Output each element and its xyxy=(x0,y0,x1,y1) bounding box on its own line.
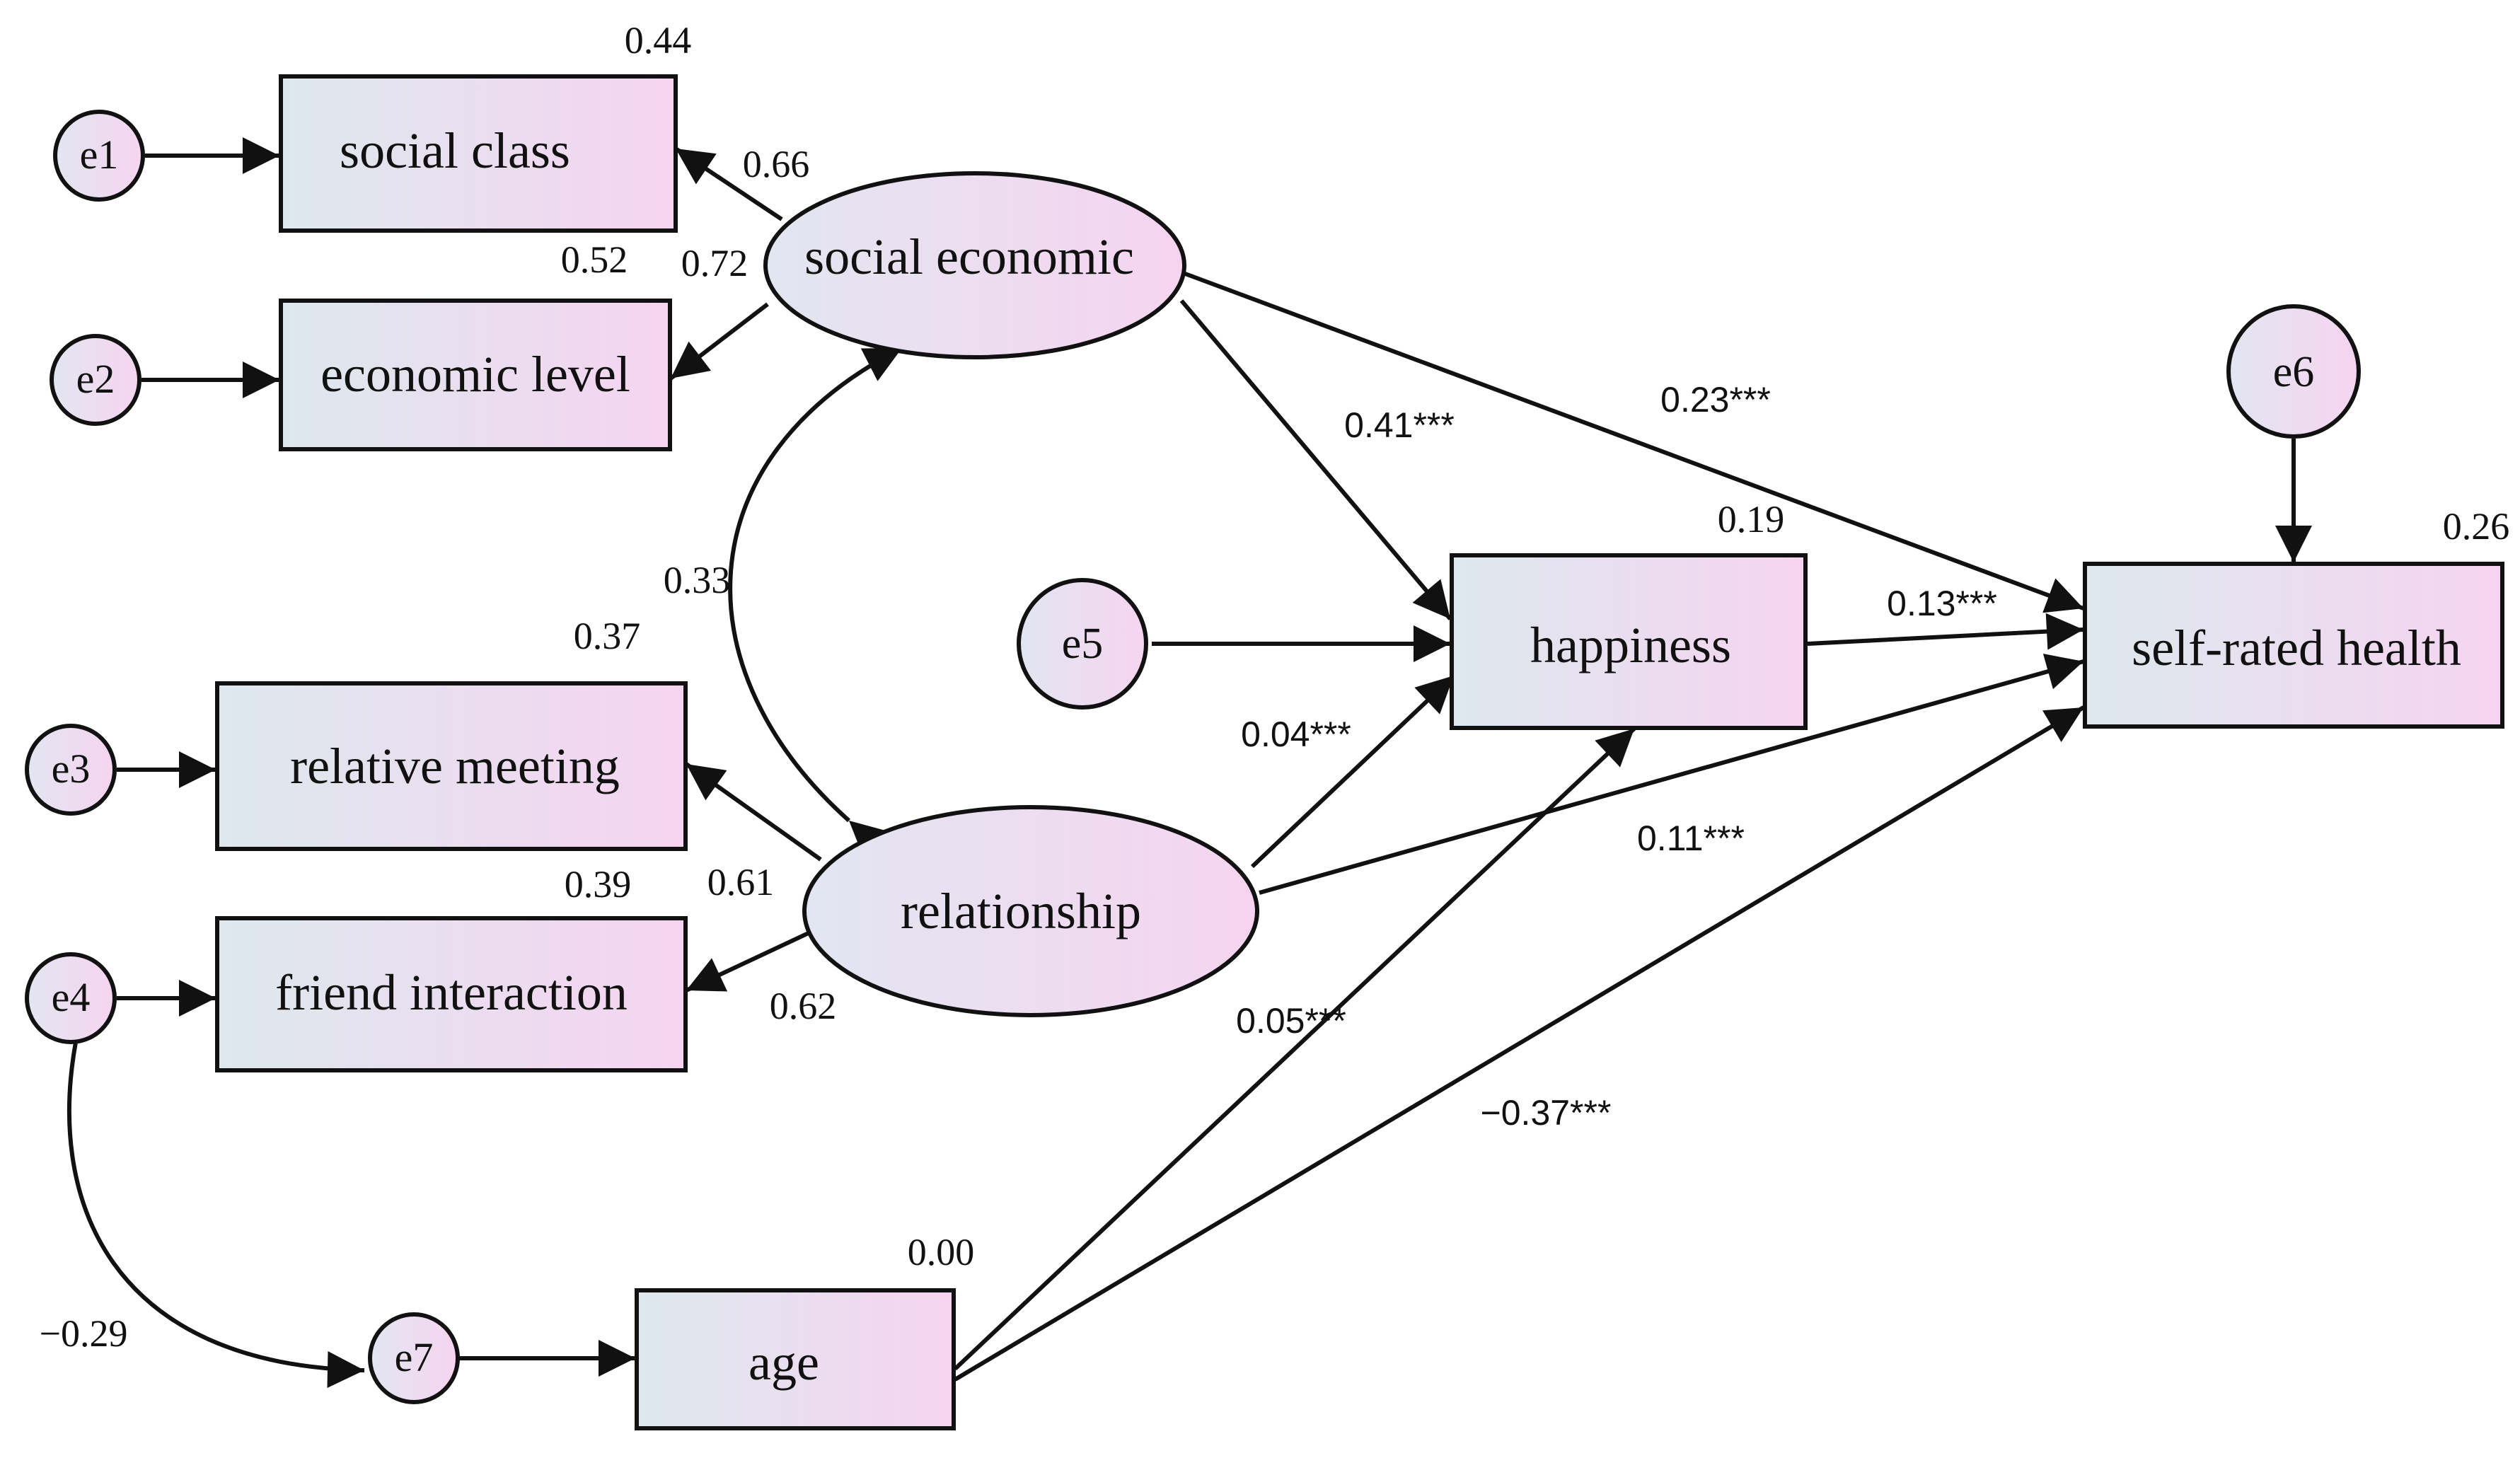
coef-se-health: 0.23*** xyxy=(1660,380,1771,420)
error-node-e7: e7 xyxy=(368,1312,460,1404)
label-self-rated-health: self-rated health xyxy=(2132,620,2461,676)
error-terms: e1 e2 e3 e4 e5 e6 e7 xyxy=(25,110,2361,1404)
label-social-class: social class xyxy=(340,122,570,179)
coef-se-social-class: 0.66 xyxy=(743,143,810,185)
arrow-rel-happiness xyxy=(1250,673,1456,869)
arrow-rel-health xyxy=(1259,654,2084,895)
arrow-se-health xyxy=(1180,270,2085,613)
label-relative-meeting: relative meeting xyxy=(290,738,620,794)
error-label-e5: e5 xyxy=(1062,620,1104,668)
error-label-e4: e4 xyxy=(52,974,91,1020)
box-happiness: happiness xyxy=(1450,553,1808,730)
error-node-e3: e3 xyxy=(25,724,117,816)
arrow-happiness-health xyxy=(1807,613,2084,650)
r2-self-rated-health: 0.26 xyxy=(2443,505,2510,548)
r2-age: 0.00 xyxy=(908,1231,975,1273)
coef-e4-e7-cov: −0.29 xyxy=(40,1312,128,1355)
observed-variables: social class economic level relative mee… xyxy=(215,74,2504,1430)
coef-rel-health: 0.11*** xyxy=(1637,818,1745,858)
label-happiness: happiness xyxy=(1530,617,1731,673)
box-age: age xyxy=(635,1288,956,1430)
box-relative-meeting: relative meeting xyxy=(215,681,688,851)
latent-variables: social economic relationship xyxy=(763,171,1259,1017)
label-age: age xyxy=(749,1334,819,1391)
r2-happiness: 0.19 xyxy=(1718,498,1785,540)
coef-happiness-health: 0.13*** xyxy=(1887,584,1997,623)
error-node-e6: e6 xyxy=(2226,304,2361,439)
coef-rel-relative-meeting: 0.61 xyxy=(707,861,775,903)
arrow-rel-friend-interaction xyxy=(685,930,811,993)
coef-se-happiness: 0.41*** xyxy=(1344,405,1455,445)
box-economic-level: economic level xyxy=(279,299,672,451)
error-node-e4: e4 xyxy=(25,952,117,1044)
error-label-e7: e7 xyxy=(395,1334,434,1380)
coef-se-economic-level: 0.72 xyxy=(681,242,749,284)
error-node-e1: e1 xyxy=(53,110,145,202)
error-node-e2: e2 xyxy=(50,334,141,426)
latent-relationship: relationship xyxy=(802,805,1259,1017)
label-relationship: relationship xyxy=(901,883,1141,939)
latent-social-economic: social economic xyxy=(763,171,1186,359)
arrow-rel-relative-meeting xyxy=(685,762,822,862)
edges xyxy=(67,137,2312,1388)
error-label-e2: e2 xyxy=(76,356,115,402)
label-social-economic: social economic xyxy=(804,228,1134,285)
arrow-age-health xyxy=(954,705,2085,1382)
error-node-e5: e5 xyxy=(1017,578,1148,710)
coef-rel-friend-interaction: 0.62 xyxy=(770,985,837,1027)
path-coefficients: 0.66 0.72 0.33 0.61 0.62 0.41*** 0.23***… xyxy=(40,143,1997,1355)
coef-age-happiness: 0.05*** xyxy=(1236,1001,1346,1041)
error-label-e3: e3 xyxy=(52,746,91,792)
r2-friend-interaction: 0.39 xyxy=(565,863,632,906)
r2-economic-level: 0.52 xyxy=(561,238,628,281)
box-social-class: social class xyxy=(279,74,678,233)
coef-se-relationship-cov: 0.33 xyxy=(664,559,731,601)
label-friend-interaction: friend interaction xyxy=(275,964,628,1021)
cov-e4-e7 xyxy=(67,991,365,1388)
error-label-e6: e6 xyxy=(2273,348,2315,396)
r2-social-class: 0.44 xyxy=(625,19,692,62)
arrow-se-happiness xyxy=(1179,299,1452,620)
arrow-se-social-class xyxy=(674,146,783,221)
label-economic-level: economic level xyxy=(320,346,630,403)
arrow-age-happiness xyxy=(953,727,1636,1371)
box-self-rated-health: self-rated health xyxy=(2083,562,2504,729)
r-squared-values: 0.44 0.52 0.37 0.39 0.19 0.26 0.00 xyxy=(561,19,2510,1273)
r2-relative-meeting: 0.37 xyxy=(574,615,641,657)
error-label-e1: e1 xyxy=(80,132,119,178)
arrow-se-economic-level xyxy=(669,302,769,381)
box-friend-interaction: friend interaction xyxy=(215,916,688,1072)
coef-age-health: −0.37*** xyxy=(1481,1093,1612,1133)
cov-se-relationship xyxy=(728,346,903,860)
coef-rel-happiness: 0.04*** xyxy=(1241,714,1351,754)
